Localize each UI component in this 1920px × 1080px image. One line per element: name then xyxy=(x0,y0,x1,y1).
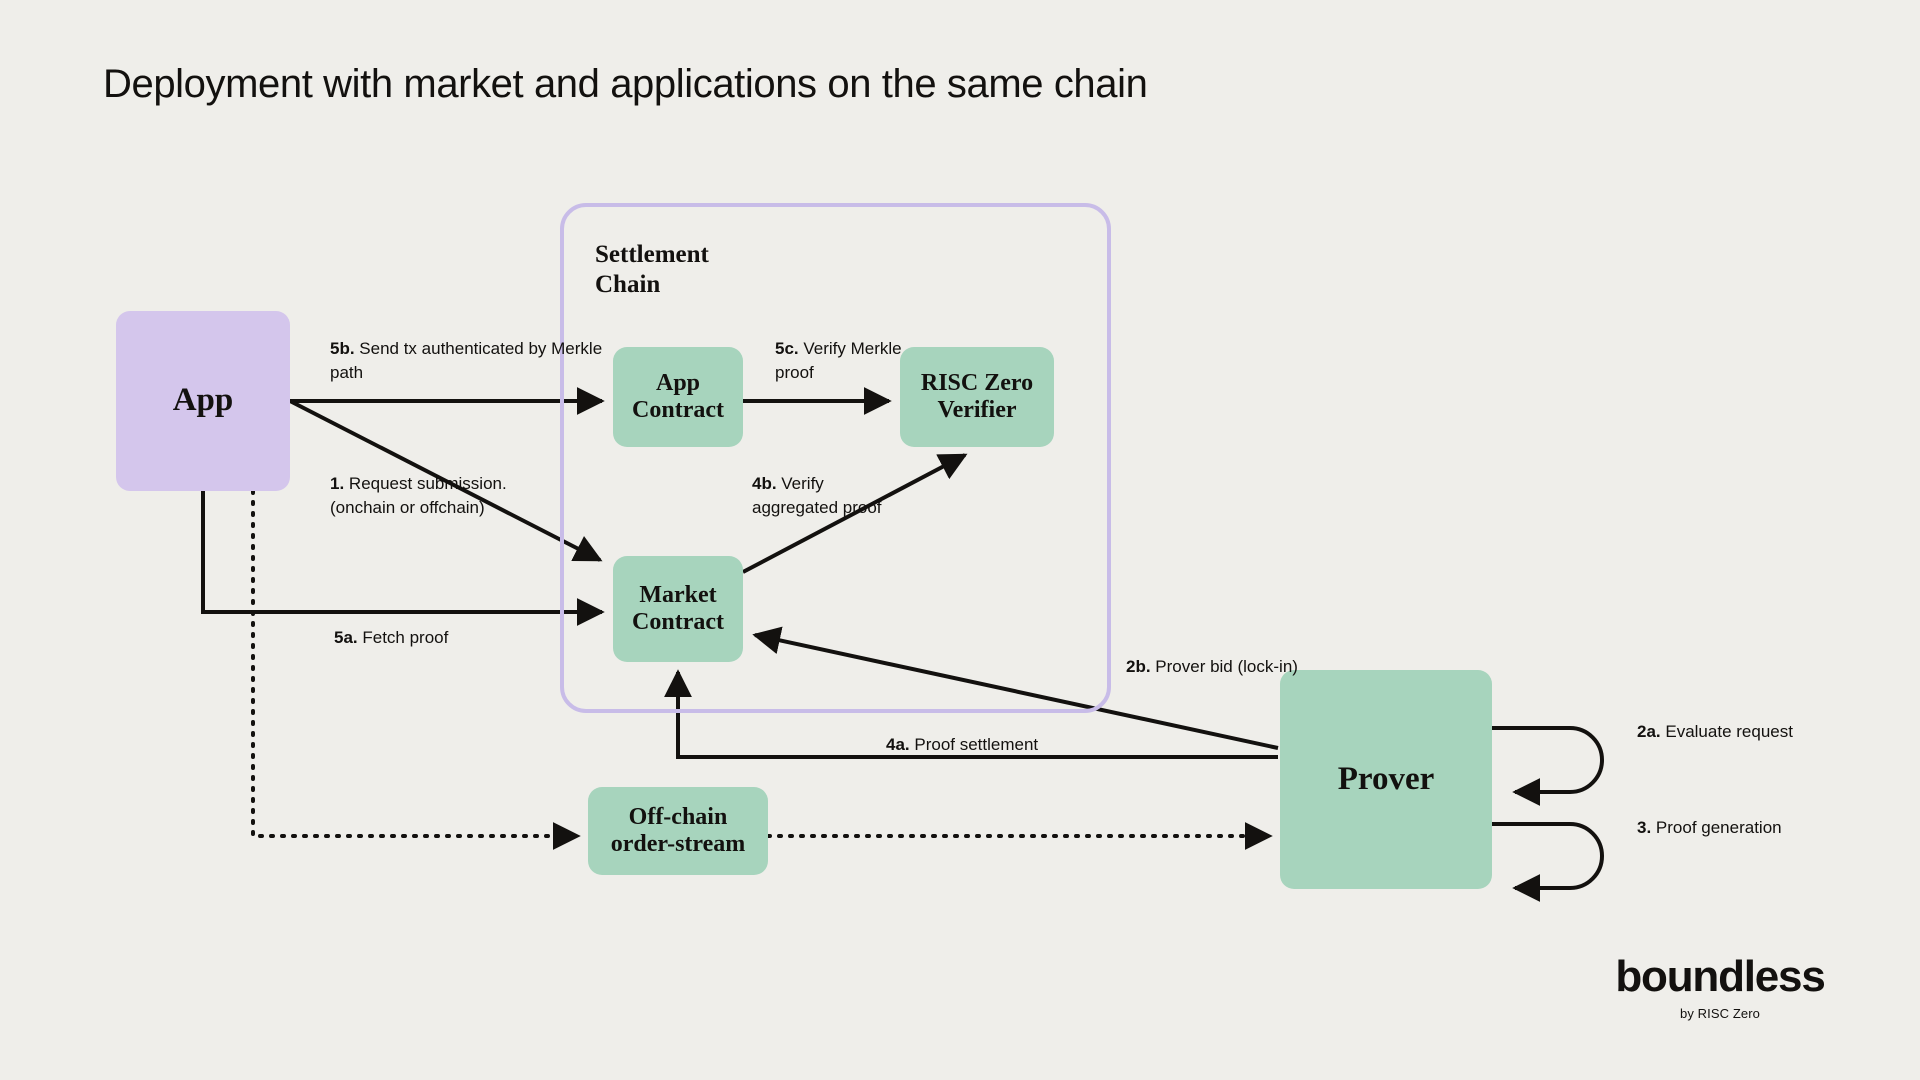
edge-label-5c-text: Verify Merkle proof xyxy=(775,339,902,383)
settlement-chain-container xyxy=(560,203,1111,713)
edge-label-2a-step: 2a. xyxy=(1637,722,1661,741)
edge-label-1-step: 1. xyxy=(330,474,345,493)
edge-label-5a: 5a. Fetch proof xyxy=(334,626,574,650)
edge-label-3: 3. Proof generation xyxy=(1637,816,1867,840)
edge-label-5a-step: 5a. xyxy=(334,628,358,647)
edge-1 xyxy=(289,399,603,562)
edge-label-1: 1. Request submission. (onchain or offch… xyxy=(330,472,560,520)
node-market-line2: Contract xyxy=(632,609,724,635)
edge-5a xyxy=(201,491,605,626)
brand-logo: boundless by RISC Zero xyxy=(1610,952,1830,1022)
edge-4b xyxy=(742,453,968,574)
edge-label-5b-text: Send tx authenticated by Merkle path xyxy=(330,339,603,383)
edge-label-3-text: Proof generation xyxy=(1651,818,1782,837)
edge-label-2b-step: 2b. xyxy=(1126,657,1151,676)
edge-label-5a-text: Fetch proof xyxy=(357,628,449,647)
edge-label-5b: 5b. Send tx authenticated by Merkle path xyxy=(330,337,610,385)
edge-label-1-text: Request submission. (onchain or offchain… xyxy=(330,474,507,518)
edge-label-4a-text: Proof settlement xyxy=(909,735,1039,754)
edge-app-to-orderstream xyxy=(251,489,581,850)
edge-label-2b-text: Prover bid (lock-in) xyxy=(1150,657,1298,676)
node-market-contract-label: Market Contract xyxy=(632,582,724,637)
edge-label-5c: 5c. Verify Merkle proof xyxy=(775,337,925,385)
edge-3-loop xyxy=(1492,822,1604,902)
node-app[interactable]: App xyxy=(116,311,290,491)
node-risc-zero-verifier-label: RISC Zero Verifier xyxy=(921,370,1033,425)
node-risc-line1: RISC Zero xyxy=(920,369,1034,396)
edge-label-2a: 2a. Evaluate request xyxy=(1637,720,1867,744)
edge-label-4b-step: 4b. xyxy=(752,474,777,493)
node-market-contract[interactable]: Market Contract xyxy=(613,556,743,662)
edge-label-5b-step: 5b. xyxy=(330,339,355,358)
brand-logo-name: boundless xyxy=(1615,952,1825,1001)
edge-2a-loop xyxy=(1492,726,1604,806)
node-prover-label: Prover xyxy=(1337,760,1435,797)
edge-4a xyxy=(664,669,1278,759)
edge-label-4b: 4b. Verify aggregated proof xyxy=(752,472,902,520)
node-app-contract-line1: App xyxy=(655,369,701,396)
brand-logo-byline: by RISC Zero xyxy=(1680,1006,1760,1021)
node-app-contract[interactable]: App Contract xyxy=(613,347,743,447)
edge-label-5c-step: 5c. xyxy=(775,339,799,358)
edge-label-4a: 4a. Proof settlement xyxy=(886,733,1116,757)
node-market-line1: Market xyxy=(639,581,717,608)
edge-label-4a-step: 4a. xyxy=(886,735,910,754)
node-offchain-line2: order-stream xyxy=(610,831,746,857)
node-offchain-line1: Off-chain xyxy=(628,803,728,830)
node-app-label: App xyxy=(172,382,234,419)
node-app-contract-line2: Contract xyxy=(632,397,724,423)
edge-2b xyxy=(752,626,1279,750)
node-offchain-order-stream-label: Off-chain order-stream xyxy=(611,804,746,859)
edge-label-2a-text: Evaluate request xyxy=(1660,722,1793,741)
page-title: Deployment with market and applications … xyxy=(103,62,1148,106)
edge-label-2b: 2b. Prover bid (lock-in) xyxy=(1126,655,1306,679)
node-risc-line2: Verifier xyxy=(937,397,1017,423)
node-offchain-order-stream[interactable]: Off-chain order-stream xyxy=(588,787,768,875)
node-app-contract-label: App Contract xyxy=(632,370,724,425)
node-risc-zero-verifier[interactable]: RISC Zero Verifier xyxy=(900,347,1054,447)
node-prover[interactable]: Prover xyxy=(1280,670,1492,889)
edge-label-4b-text: Verify aggregated proof xyxy=(752,474,882,518)
settlement-chain-label: Settlement Chain xyxy=(595,241,709,298)
edge-label-3-step: 3. xyxy=(1637,818,1652,837)
